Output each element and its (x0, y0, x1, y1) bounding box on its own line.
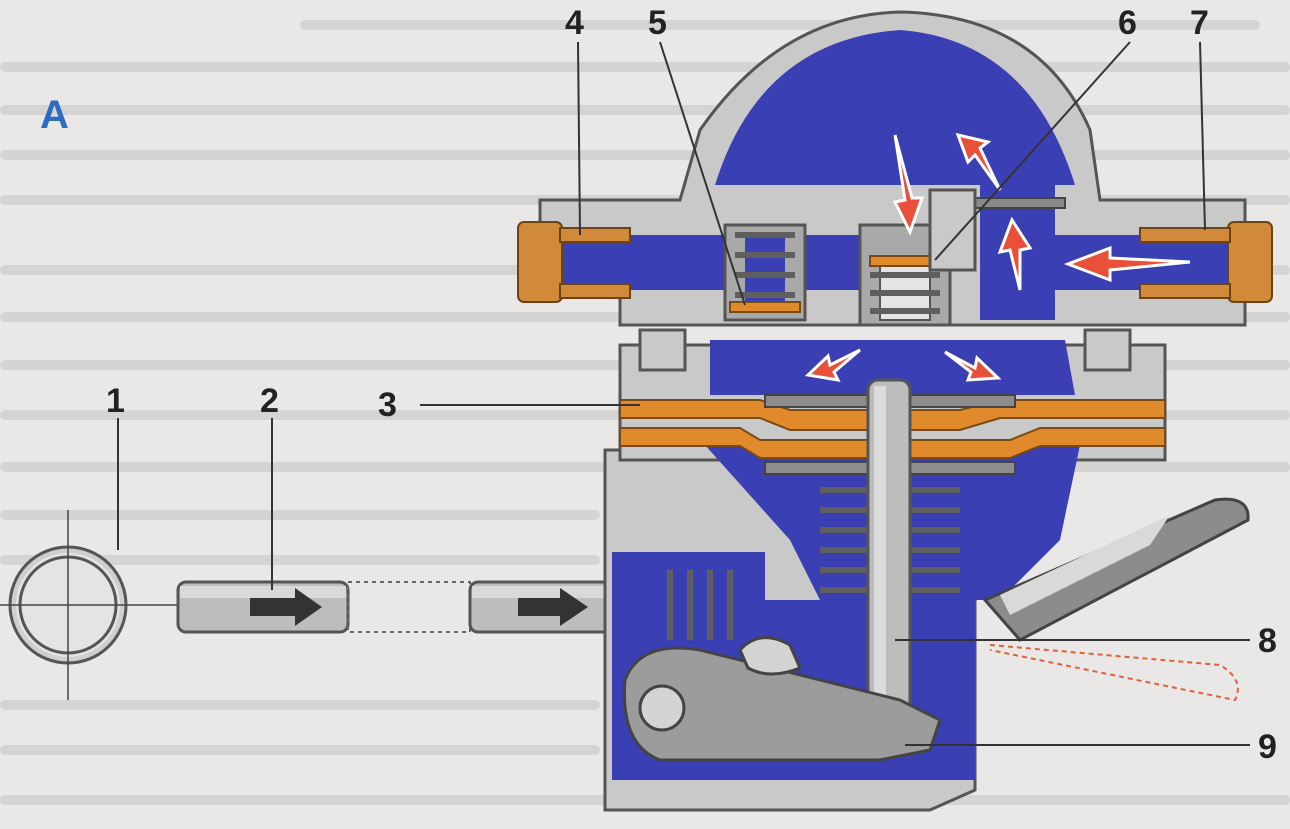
hand-priming-lever (982, 497, 1250, 702)
fuel-flow-arrows (804, 132, 1191, 382)
callout-2: 2 (260, 382, 279, 420)
callout-8: 8 (1258, 622, 1277, 660)
drive-lever (622, 636, 942, 762)
callout-1: 1 (106, 382, 125, 420)
callout-4: 4 (565, 4, 584, 42)
outlet-valve-spring (870, 272, 940, 314)
callout-6: 6 (1118, 4, 1137, 42)
callout-9: 9 (1258, 728, 1277, 766)
leader-lines (117, 41, 1250, 746)
diaphragm-rod (866, 378, 912, 727)
callout-labels: 4 5 6 7 1 2 3 8 9 (106, 4, 1277, 766)
callout-5: 5 (648, 4, 667, 42)
lever-spring (667, 570, 733, 640)
outlet-fitting (1139, 221, 1273, 303)
inlet-fitting (517, 221, 631, 303)
callout-3: 3 (378, 386, 397, 424)
panel-label: А (40, 93, 69, 137)
callout-7: 7 (1190, 4, 1209, 42)
inlet-valve-spring (735, 232, 795, 298)
pushrod (176, 580, 642, 634)
camshaft-eccentric (0, 510, 220, 700)
